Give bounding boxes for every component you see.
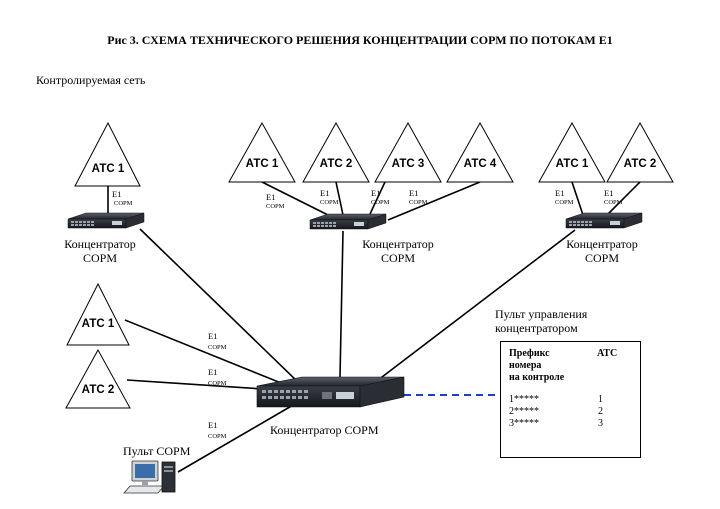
e1-label: E1 [320,188,329,198]
link-pult-main [177,400,301,473]
ats-label: АТС 2 [320,158,353,170]
sorm-sub-label: СОРМ [114,200,133,207]
prefix-header: Префикс номера на контроле [509,348,565,383]
concentrator-switch-icon [309,213,387,230]
e1-label: E1 [112,189,121,199]
link-d2-main [126,379,279,391]
ats-triangle [74,121,141,187]
prefix-cell: 2***** [509,406,539,417]
e1-label: E1 [555,188,564,198]
network-label: Контролируемая сеть [36,73,146,87]
sorm-sub-label: СОРМ [371,199,390,206]
link-b4-conc2 [387,181,481,221]
ats-label: АТС 4 [464,158,497,170]
link-b3-conc2 [369,181,386,215]
ats-label: АТС 1 [556,158,589,170]
sorm-sub-label: СОРМ [208,380,227,387]
ats-cell: 1 [598,394,603,405]
ats-label: АТС 2 [82,384,115,396]
computer-icon [123,460,176,494]
prefix-cell: 1***** [509,394,539,405]
link-b2-conc2 [335,181,344,216]
sorm-sub-label: СОРМ [409,199,428,206]
diagram-title: Рис 3. СХЕМА ТЕХНИЧЕСКОГО РЕШЕНИЯ КОНЦЕН… [107,33,613,47]
e1-label: E1 [604,188,613,198]
ats-triangle [538,121,606,183]
ats-header: АТС [597,348,618,359]
concentrator-switch-icon [67,212,145,229]
e1-label: E1 [208,367,217,377]
link-c2-conc3 [607,181,641,215]
link-b1-conc2 [261,181,331,217]
sorm-sub-label: СОРМ [266,203,285,210]
concentrator-switch-icon [565,212,643,229]
ats-triangle [606,121,674,183]
sorm-sub-label: СОРМ [604,199,623,206]
link-d1-main [124,319,287,386]
ats-label: АТС 1 [92,163,125,175]
sorm-sub-label: СОРМ [320,199,339,206]
ats-triangle [228,121,296,183]
e1-label: E1 [208,420,217,430]
sorm-sub-label: СОРМ [208,433,227,440]
main-concentrator-icon [256,376,405,408]
ats-cell: 3 [598,418,603,429]
main-concentrator-label: Концентратор СОРМ [270,423,379,437]
e1-label: E1 [266,192,275,202]
ats-triangle [374,121,442,183]
link-conc2-main [339,230,344,378]
ats-cell: 2 [598,406,603,417]
prefix-cell: 3***** [509,418,539,429]
link-labels: E1 СОРМ E1 СОРМ E1 СОРМ E1 СОРМ E1 СОРМ … [112,188,623,440]
ats-label: АТС 2 [624,158,657,170]
sorm-sub-label: СОРМ [208,344,227,351]
ats-label: АТС 1 [246,158,279,170]
link-c1-conc3 [571,181,584,216]
control-panel-table: Префикс номера на контроле АТС 1***** 1 … [500,341,641,458]
link-conc1-main [139,228,301,385]
ats-triangle [65,348,131,409]
ats-triangle [66,282,130,346]
ats-triangle [302,121,370,183]
e1-label: E1 [208,331,217,341]
sorm-sub-label: СОРМ [555,199,574,206]
ats-label: АТС 1 [82,318,115,330]
link-conc3-main [377,229,576,381]
e1-label: E1 [371,188,380,198]
ats-triangle [446,121,514,183]
e1-label: E1 [409,188,418,198]
ats-label: АТС 3 [392,158,425,170]
pult-sorm-label: Пульт СОРМ [123,444,191,458]
